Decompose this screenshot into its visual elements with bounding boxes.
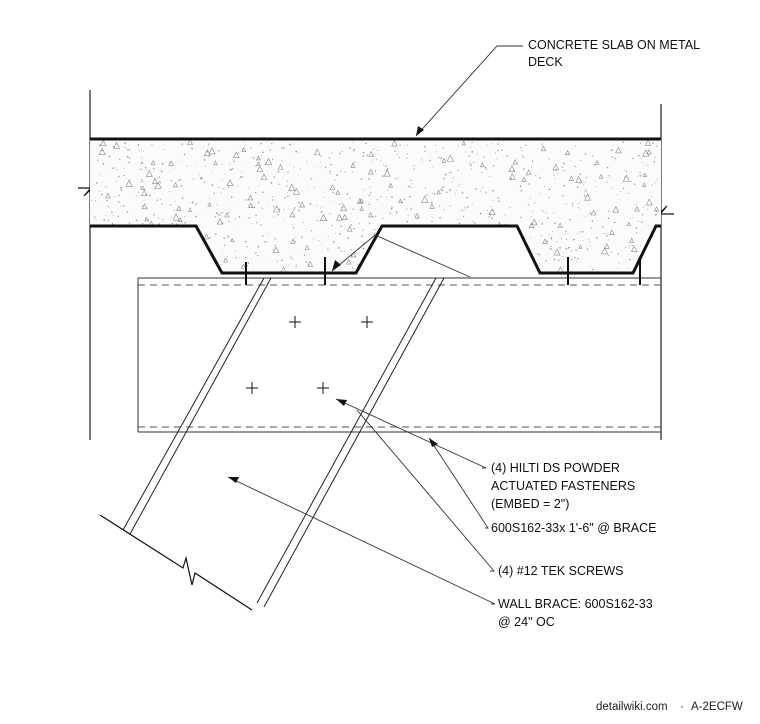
- fastener-annotation: (4) HILTI DS POWDER ACTUATED FASTENERS (…: [491, 461, 635, 511]
- track-member: [137, 277, 661, 433]
- concrete-slab: [90, 137, 661, 275]
- svg-text:(4) #12 TEK SCREWS: (4) #12 TEK SCREWS: [498, 564, 624, 578]
- svg-text:DECK: DECK: [528, 55, 563, 69]
- screw: [317, 382, 329, 394]
- svg-text:CONCRETE SLAB ON METAL: CONCRETE SLAB ON METAL: [528, 38, 700, 52]
- source-site: detailwiki.com: [596, 701, 668, 713]
- powder-fasteners: [245, 257, 641, 285]
- footer-credit: detailwiki.com · A-2ECFW: [596, 701, 743, 713]
- leader-lines: [227, 45, 523, 605]
- concrete-speckle-pattern: [91, 138, 660, 274]
- svg-text:@ 24" OC: @ 24" OC: [498, 615, 555, 629]
- metal-deck-profile: [90, 224, 661, 275]
- track-annotation: 600S162-33x 1'-6" @ BRACE: [491, 521, 656, 535]
- svg-text:(EMBED = 2"): (EMBED = 2"): [491, 497, 569, 511]
- svg-text:WALL BRACE: 600S162-33: WALL BRACE: 600S162-33: [498, 597, 653, 611]
- drawing-code: A-2ECFW: [691, 701, 743, 713]
- wall-brace-member: [122, 277, 445, 608]
- brace-annotation: WALL BRACE: 600S162-33 @ 24" OC: [498, 597, 653, 629]
- tek-screws: [246, 316, 373, 394]
- svg-text:(4) HILTI DS POWDER: (4) HILTI DS POWDER: [491, 461, 620, 475]
- screw-annotation: (4) #12 TEK SCREWS: [498, 564, 624, 578]
- screw: [289, 316, 301, 328]
- leader-arrowheads: [228, 126, 438, 483]
- separator: ·: [680, 701, 684, 713]
- svg-text:600S162-33x 1'-6" @ BRACE: 600S162-33x 1'-6" @ BRACE: [491, 521, 656, 535]
- screw: [361, 316, 373, 328]
- svg-text:ACTUATED FASTENERS: ACTUATED FASTENERS: [491, 479, 635, 493]
- slab-fill: [90, 139, 661, 273]
- slab-annotation: CONCRETE SLAB ON METAL DECK: [528, 38, 700, 69]
- screw: [246, 382, 258, 394]
